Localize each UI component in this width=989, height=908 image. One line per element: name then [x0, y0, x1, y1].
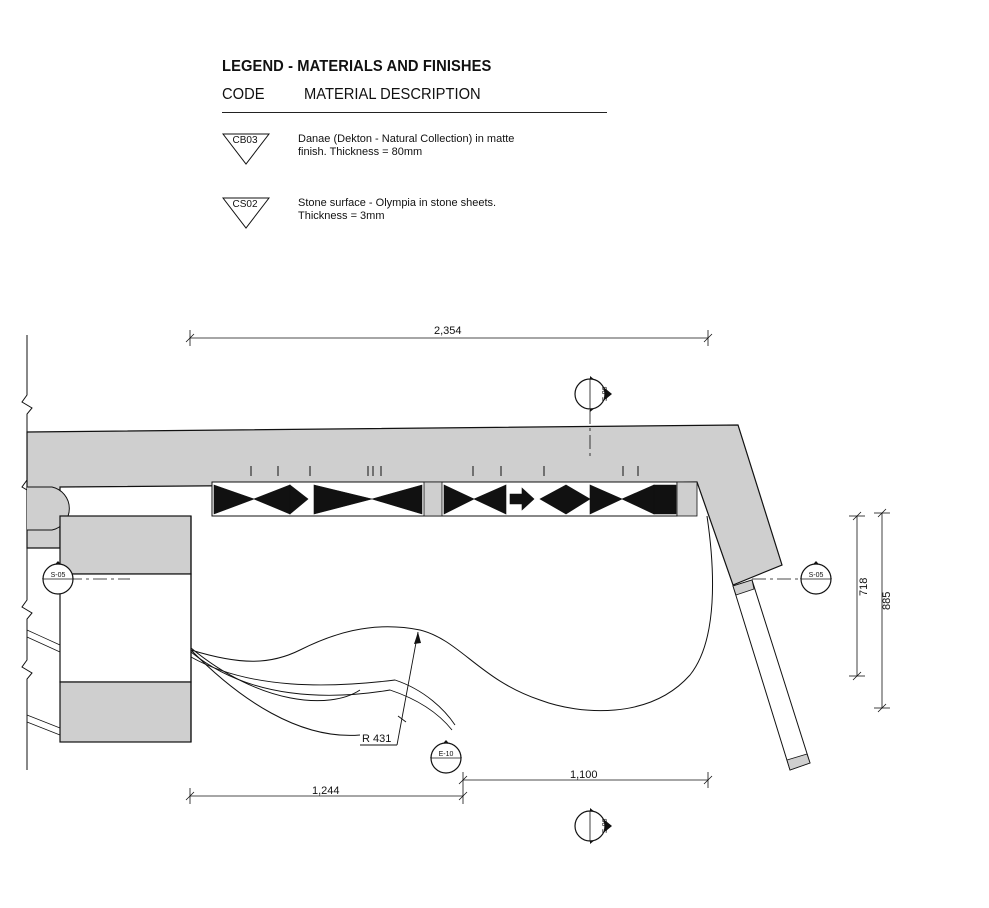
counter-inlay-end [676, 481, 698, 517]
section-marker-right: S-05 [800, 561, 832, 595]
elevation-marker-label: E-10 [439, 751, 454, 758]
material-tag-triangle-icon [222, 197, 270, 229]
cabinet-top-block [59, 515, 192, 575]
dimension-bottom-left [185, 788, 468, 804]
section-marker-top: S-06 [574, 376, 612, 412]
legend-description-header: MATERIAL DESCRIPTION [304, 86, 481, 103]
cabinet-body [59, 573, 192, 683]
curved-counter-arc [190, 651, 453, 731]
dimension-bottom-right-label: 1,100 [570, 769, 598, 781]
wall-hatch [26, 629, 61, 736]
material-code: CB03 [232, 135, 258, 146]
dimension-bottom-right [458, 772, 713, 788]
inlay-triangle-pattern [213, 484, 677, 515]
legend: LEGEND - MATERIALS AND FINISHES CODE MAT… [222, 58, 607, 245]
section-marker-left: S-05 [42, 561, 74, 595]
legend-item: CB03 Danae (Dekton - Natural Collection)… [222, 133, 607, 181]
cabinet-bottom-block [59, 681, 192, 743]
section-marker-bottom: S-06 [574, 808, 612, 844]
legend-header: CODE MATERIAL DESCRIPTION [222, 86, 607, 113]
right-leg-cap-top [732, 579, 755, 596]
legend-code-header: CODE [222, 86, 265, 103]
joint-ticks [250, 466, 639, 476]
legend-item: CS02 Stone surface - Olympia in stone sh… [222, 197, 607, 245]
radius-arrow-icon [414, 632, 421, 644]
wall-break-line [21, 335, 33, 770]
curved-counter-arc-inner [190, 656, 456, 726]
column-element [27, 486, 70, 531]
radius-leader [360, 631, 419, 746]
dimension-top-label: 2,354 [434, 325, 462, 337]
material-description: Stone surface - Olympia in stone sheets.… [298, 197, 558, 223]
elevation-marker: E-10 [430, 740, 462, 774]
section-marker-right-label: S-05 [809, 572, 824, 579]
section-lines [68, 410, 800, 580]
section-marker-top-label: S-06 [602, 387, 609, 402]
material-description: Danae (Dekton - Natural Collection) in m… [298, 133, 558, 159]
dimension-top [185, 330, 713, 346]
counter-inlay-gap [423, 481, 443, 517]
dimension-right-inner [849, 511, 865, 681]
dimension-right-outer [874, 508, 890, 713]
dimension-right-outer-label: 885 [881, 592, 893, 610]
legend-title: LEGEND - MATERIALS AND FINISHES [222, 58, 492, 75]
material-code: CS02 [232, 199, 258, 210]
right-leg [732, 579, 811, 771]
right-leg-cap-bottom [786, 753, 811, 771]
section-marker-bottom-label: S-06 [602, 819, 609, 834]
material-description-line: finish. Thickness = 80mm [298, 146, 423, 158]
material-description-line: Stone surface - Olympia in stone sheets. [298, 197, 497, 209]
dimension-right-inner-label: 718 [858, 578, 870, 596]
section-marker-left-label: S-05 [51, 572, 66, 579]
material-tag-triangle-icon [222, 133, 270, 165]
curved-counter-edge [190, 515, 713, 736]
material-description-line: Danae (Dekton - Natural Collection) in m… [298, 133, 515, 145]
radius-label: R 431 [362, 733, 391, 745]
dimension-bottom-left-label: 1,244 [312, 785, 340, 797]
material-description-line: Thickness = 3mm [298, 210, 385, 222]
